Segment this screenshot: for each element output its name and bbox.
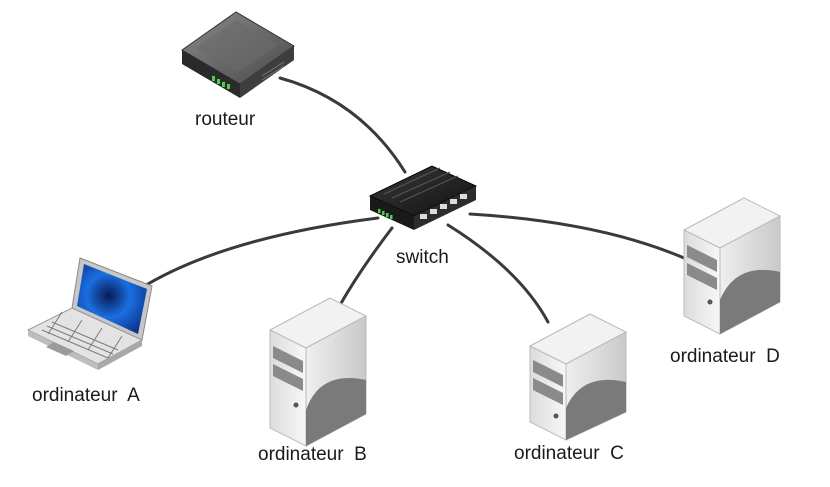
computer-b-label: ordinateur B <box>258 444 367 465</box>
link-switch-computer-c <box>446 223 550 324</box>
switch-icon <box>368 165 478 230</box>
router-label: routeur <box>195 109 256 130</box>
laptop-icon <box>26 257 153 370</box>
link-switch-computer-b <box>338 226 394 307</box>
computer-a-label: ordinateur A <box>32 385 140 406</box>
computer-d-label: ordinateur D <box>670 346 780 367</box>
link-router-switch <box>278 76 407 174</box>
links <box>136 76 686 324</box>
tower-pc-icon <box>528 313 628 441</box>
router-icon <box>181 11 295 98</box>
tower-pc-icon <box>682 197 782 335</box>
link-switch-computer-d <box>468 212 686 260</box>
switch-label: switch <box>396 247 449 268</box>
link-switch-computer-a <box>136 216 380 292</box>
tower-pc-icon <box>268 297 368 447</box>
computer-c-label: ordinateur C <box>514 443 624 464</box>
